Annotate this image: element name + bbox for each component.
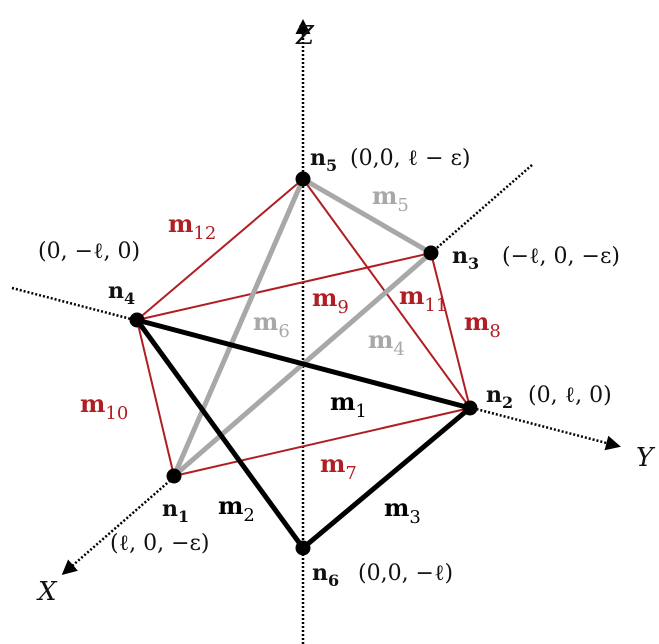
node-coords-n4: (0, −ℓ, 0) xyxy=(38,239,140,264)
node-label-n6: n6 xyxy=(312,560,339,590)
node-n3 xyxy=(423,245,439,261)
node-n2 xyxy=(462,400,478,416)
member-label-m7: m7 xyxy=(320,449,357,484)
member-label-m11: m11 xyxy=(399,281,447,316)
axis-label-x: X xyxy=(36,577,58,607)
member-label-m10: m10 xyxy=(80,389,128,424)
node-coords-n5: (0,0, ℓ − ε) xyxy=(350,146,471,171)
node-label-n5: n5 xyxy=(310,145,337,175)
member-m6 xyxy=(171,176,306,479)
member-label-m6: m6 xyxy=(253,307,290,342)
member-m5 xyxy=(300,176,434,256)
nodes xyxy=(129,171,478,556)
axis-label-z: Z xyxy=(295,21,315,51)
member-m3 xyxy=(300,405,473,551)
member-label-m2: m2 xyxy=(218,491,255,526)
node-coords-n6: (0,0, −ℓ) xyxy=(358,561,453,586)
node-label-n2: n2 xyxy=(486,382,513,412)
node-n5 xyxy=(295,171,311,187)
member-label-m5: m5 xyxy=(372,181,409,216)
member-label-m4: m4 xyxy=(368,325,405,360)
node-n4 xyxy=(129,312,145,328)
member-label-m1: m1 xyxy=(330,387,367,422)
axis-label-y: Y xyxy=(636,443,656,473)
labels: m1 m2 m3 m4 m5 m6 m7 m8 m9 m10 m11 m12 n1 (ℓ, 0, −ε) n… xyxy=(38,145,620,590)
node-coords-n3: (−ℓ, 0, −ε) xyxy=(502,244,620,269)
axes: X Y Z xyxy=(11,19,656,644)
member-label-m12: m12 xyxy=(168,209,216,244)
node-label-n1: n1 xyxy=(162,496,189,526)
node-coords-n1: (ℓ, 0, −ε) xyxy=(110,531,210,556)
node-label-n3: n3 xyxy=(452,243,479,273)
member-label-m9: m9 xyxy=(312,283,349,318)
node-n6 xyxy=(295,540,311,556)
member-m10 xyxy=(136,319,175,477)
member-m7 xyxy=(173,407,471,477)
member-m1 xyxy=(134,317,473,411)
member-label-m8: m8 xyxy=(464,307,501,342)
members xyxy=(134,176,473,551)
member-m2 xyxy=(134,317,306,551)
member-label-m3: m3 xyxy=(384,493,421,528)
member-m12 xyxy=(136,178,304,321)
node-label-n4: n4 xyxy=(108,278,135,308)
member-m8 xyxy=(430,252,471,409)
axis-x xyxy=(61,164,533,575)
node-coords-n2: (0, ℓ, 0) xyxy=(528,383,612,408)
member-m9 xyxy=(136,252,432,321)
node-n1 xyxy=(166,468,182,484)
